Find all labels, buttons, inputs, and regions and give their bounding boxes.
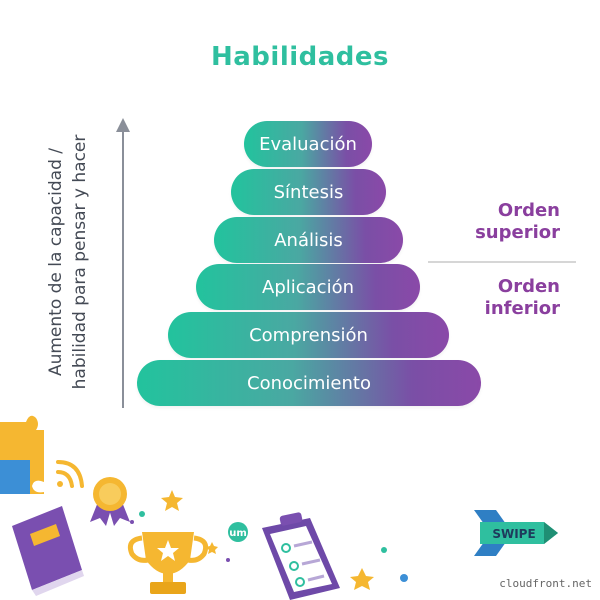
brand-text: SWIPE [492, 527, 535, 541]
level-label: Análisis [274, 229, 343, 251]
group-lower-label: Orden inferior [484, 276, 560, 319]
level-evaluacion: Evaluación [244, 121, 372, 167]
trophy-icon [127, 532, 209, 594]
axis-label: Aumento de la capacidad / habilidad para… [46, 134, 90, 390]
level-label: Conocimiento [247, 372, 371, 394]
star-icon [161, 490, 374, 590]
decorative-dots [130, 511, 408, 582]
decorative-illustration: um [0, 415, 408, 600]
puzzle-icon [0, 415, 44, 494]
level-sintesis: Síntesis [231, 169, 386, 215]
group-upper-label: Orden superior [475, 200, 560, 243]
source-watermark: cloudfront.net [499, 577, 592, 590]
badge-icon: um [228, 522, 248, 542]
level-label: Comprensión [249, 324, 368, 346]
badge-text: um [229, 528, 247, 539]
level-label: Evaluación [259, 133, 357, 155]
book-icon [12, 506, 84, 596]
level-aplicacion: Aplicación [196, 264, 420, 310]
axis-up-arrow-icon [116, 118, 130, 408]
group-divider [428, 261, 576, 263]
page-title: Habilidades [210, 42, 390, 72]
level-analisis: Análisis [214, 217, 403, 263]
medal-icon [90, 477, 130, 526]
level-conocimiento: Conocimiento [137, 360, 481, 406]
swipe-rocket-logo: SWIPE [474, 510, 558, 556]
level-label: Síntesis [273, 181, 344, 203]
wifi-signal-icon [56, 460, 84, 488]
clipboard-checklist-icon [262, 512, 340, 600]
level-comprension: Comprensión [168, 312, 449, 358]
level-label: Aplicación [262, 276, 354, 298]
